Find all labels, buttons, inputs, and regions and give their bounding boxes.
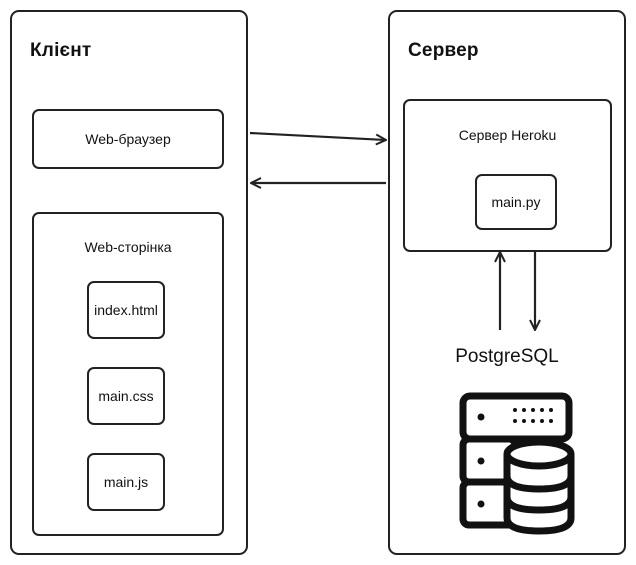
client-title: Клієнт	[30, 40, 92, 61]
client-panel: Клієнт Web-браузер Web-сторінка index.ht…	[10, 10, 248, 555]
heroku-server-box: Сервер Heroku main.py	[403, 99, 612, 252]
app-file-main-py-label: main.py	[491, 194, 541, 210]
arrow-request	[249, 131, 386, 140]
server-title: Сервер	[408, 40, 479, 61]
file-main-js-label: main.js	[103, 474, 149, 490]
web-page-label: Web-сторінка	[84, 239, 172, 255]
database-label: PostgreSQL	[455, 346, 559, 367]
web-browser-label: Web-браузер	[85, 131, 171, 147]
file-main-css-label: main.css	[98, 388, 154, 404]
web-browser-box: Web-браузер	[32, 109, 224, 169]
server-panel: Сервер Сервер Heroku main.py PostgreSQL	[388, 10, 626, 555]
heroku-server-label: Сервер Heroku	[458, 127, 557, 143]
file-index-html-label: index.html	[94, 302, 158, 318]
file-main-js: main.js	[87, 453, 165, 511]
file-main-css: main.css	[87, 367, 165, 425]
app-file-main-py: main.py	[475, 174, 557, 230]
web-page-box: Web-сторінка index.html main.css main.js	[32, 212, 224, 536]
file-index-html: index.html	[87, 281, 165, 339]
